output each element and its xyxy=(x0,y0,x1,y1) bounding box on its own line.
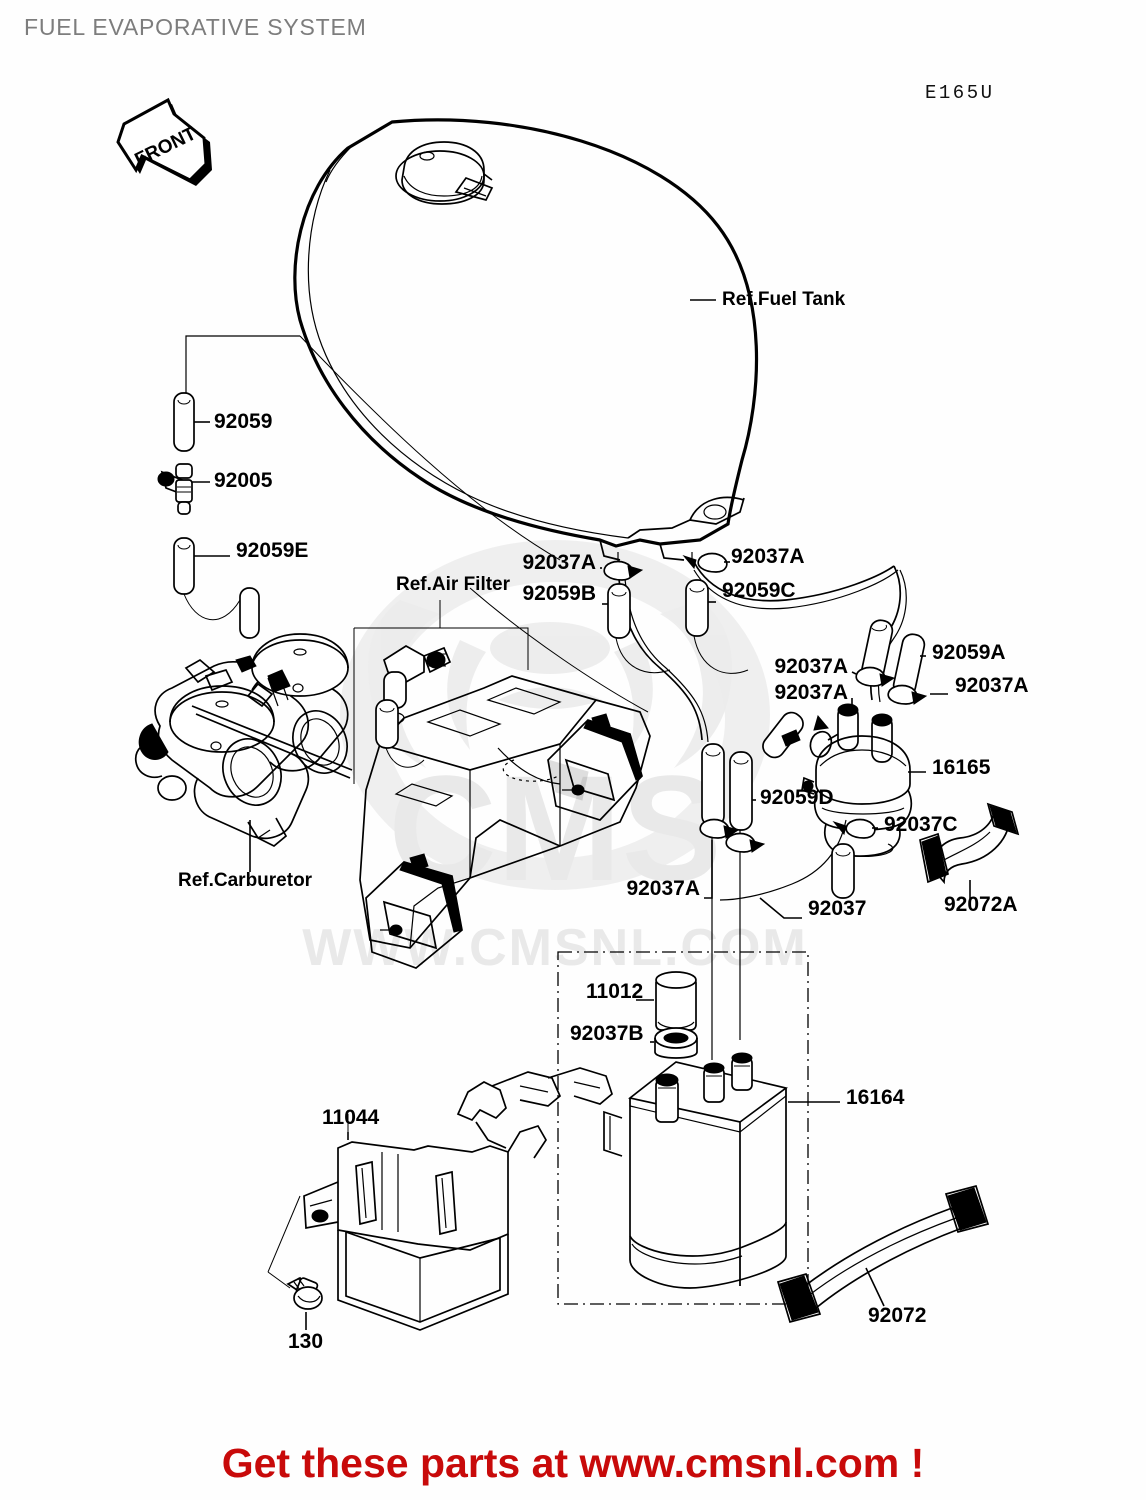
label-92037C: 92037C xyxy=(884,813,958,836)
label-92005: 92005 xyxy=(214,469,273,492)
front-arrow-badge: FRONT xyxy=(116,97,212,186)
part-92037C-grommet xyxy=(832,818,876,839)
leader-92037A-6 xyxy=(704,840,713,899)
label-16165: 16165 xyxy=(932,756,991,779)
part-11012-cap xyxy=(655,971,697,1031)
leader-92037 xyxy=(759,897,802,919)
label-ref-fuel-tank: Ref.Fuel Tank xyxy=(722,289,846,310)
part-92037A-grommet-7 xyxy=(725,832,766,853)
hose-path-92059 xyxy=(185,335,300,393)
label-92037A-4: 92037A xyxy=(774,681,848,704)
label-92059A: 92059A xyxy=(932,641,1006,664)
part-92037A-grommet-1 xyxy=(603,560,644,581)
diagram-code: E165U xyxy=(925,82,995,104)
part-92005-tee-joint xyxy=(157,463,193,515)
part-16164-canister xyxy=(603,1052,788,1289)
leader-ref-air-filter xyxy=(353,600,529,784)
label-92037B: 92037B xyxy=(570,1022,644,1045)
separator-inlet-hose xyxy=(762,711,804,759)
part-130-bolt xyxy=(286,1276,323,1310)
hose-path-92059C xyxy=(693,635,749,674)
label-92037: 92037 xyxy=(808,897,866,920)
part-92072A-strap xyxy=(919,802,1020,885)
label-11012: 11012 xyxy=(586,980,643,1003)
hose-path-filter-stub xyxy=(385,747,425,768)
part-92037A-grommet-2 xyxy=(682,552,728,573)
air-filter-box-assembly xyxy=(359,675,651,969)
label-92059D: 92059D xyxy=(760,786,834,809)
part-92059-hose xyxy=(173,392,195,452)
hose-path-92059B xyxy=(615,637,671,674)
label-92059: 92059 xyxy=(214,410,272,433)
label-92037A-1: 92037A xyxy=(522,551,596,574)
leader-92072 xyxy=(865,1267,885,1307)
canister-reference-frame xyxy=(557,951,809,1305)
leader-92037A-3 xyxy=(851,671,857,675)
label-layer: Ref.Fuel Tank Ref.Air Filter Ref.Carbure… xyxy=(178,289,1029,1353)
label-92072: 92072 xyxy=(868,1304,926,1327)
part-92037A-grommet-6 xyxy=(699,818,740,839)
part-11044-bracket xyxy=(303,1067,613,1331)
label-92037A-3: 92037A xyxy=(774,655,848,678)
part-92072-strap xyxy=(776,1184,990,1324)
label-ref-air-filter: Ref.Air Filter xyxy=(396,574,511,595)
part-92037-hose xyxy=(831,843,855,899)
carburetor-assembly xyxy=(134,633,353,848)
label-92059E: 92059E xyxy=(236,539,308,562)
label-92059B: 92059B xyxy=(522,582,596,605)
diagram-artwork: CMS WWW.CMSNL.COM FRONT xyxy=(116,97,1029,1353)
label-11044: 11044 xyxy=(322,1106,380,1129)
part-16165-separator xyxy=(801,703,913,858)
diagram-canvas: CMS WWW.CMSNL.COM FRONT xyxy=(116,97,1029,1353)
part-92059B-hose xyxy=(607,583,631,639)
part-92037A-grommet-3 xyxy=(855,666,896,687)
part-92037B-grommet xyxy=(654,1027,698,1059)
footer-promo-text: Get these parts at www.cmsnl.com ! xyxy=(221,1440,925,1486)
label-92037A-2: 92037A xyxy=(731,545,805,568)
fuel-filler-cap xyxy=(395,141,494,205)
label-92037A-6: 92037A xyxy=(626,877,700,900)
label-130: 130 xyxy=(288,1330,323,1353)
fuel-tank-assembly xyxy=(293,118,759,566)
label-92037A-5: 92037A xyxy=(955,674,1029,697)
air-filter-duct-front xyxy=(365,861,463,969)
part-92059E-hose xyxy=(173,537,260,639)
page-title: FUEL EVAPORATIVE SYSTEM xyxy=(24,14,367,40)
air-filter-hose-stub xyxy=(375,699,399,749)
part-92059D-hoses xyxy=(701,743,753,831)
part-92059C-hose xyxy=(685,579,709,637)
part-92037A-grommet-5 xyxy=(887,684,928,705)
hose-path-92059E xyxy=(183,593,241,620)
leader-130-to-hole xyxy=(267,1195,301,1273)
label-92072A: 92072A xyxy=(944,893,1018,916)
leader-130-bracket xyxy=(267,1271,291,1289)
label-ref-carburetor: Ref.Carburetor xyxy=(178,870,313,891)
watermark-url-text: WWW.CMSNL.COM xyxy=(302,919,807,977)
part-92037A-grommet-4 xyxy=(809,714,833,758)
label-16164: 16164 xyxy=(846,1086,905,1109)
air-filter-elbow-nipple xyxy=(382,645,452,709)
part-92059A-hoses xyxy=(860,619,926,697)
label-92059C: 92059C xyxy=(722,579,796,602)
